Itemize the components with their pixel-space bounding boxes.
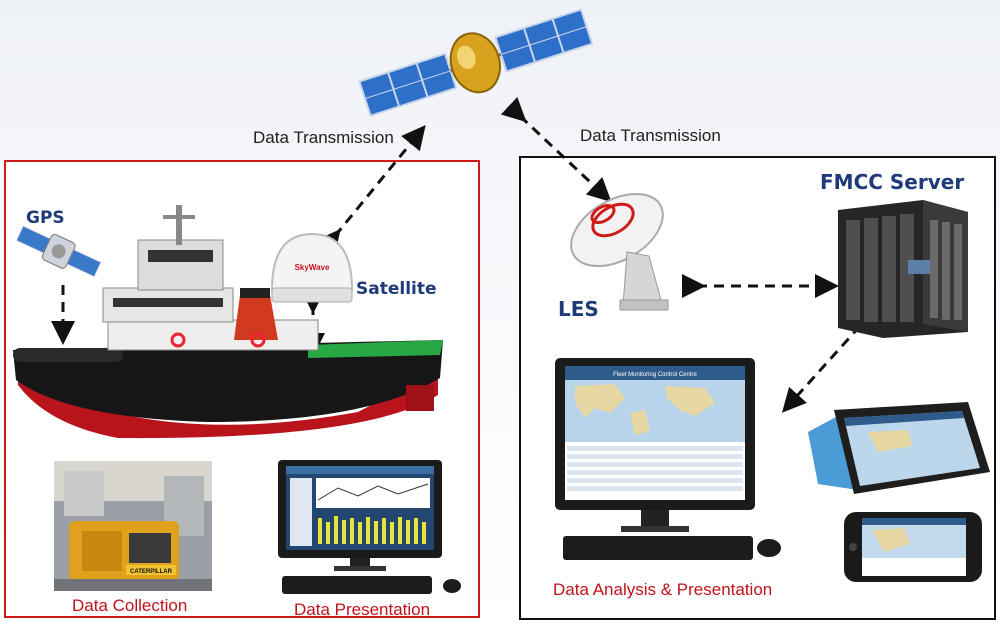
fmcc-monitor-icon: Fleet Monitoring Control Centre — [555, 358, 781, 560]
gps-satellite-icon — [15, 225, 102, 278]
dome-logo: SkyWave — [295, 263, 330, 272]
satellite-dome-icon: SkyWave — [270, 232, 354, 303]
data-analysis-label: Data Analysis & Presentation — [553, 580, 773, 599]
tablet-icon — [808, 402, 990, 494]
phone-icon — [844, 512, 982, 582]
downlink-arrow-les — [500, 96, 612, 203]
fmcc-server-label: FMCC Server — [820, 170, 965, 194]
vessel-icon — [13, 205, 443, 439]
orbit-satellite-icon — [358, 8, 594, 118]
gps-label: GPS — [26, 208, 65, 228]
server-rack-icon — [838, 200, 968, 338]
data-collection-label: Data Collection — [72, 596, 188, 615]
monitor-screen-title: Fleet Monitoring Control Centre — [613, 372, 697, 378]
satellite-label: Satellite — [356, 279, 437, 299]
les-label: LES — [558, 297, 599, 321]
uplink-arrow-vessel — [316, 125, 426, 256]
transmission-label-right: Data Transmission — [580, 126, 721, 145]
les-dish-icon — [570, 192, 669, 311]
engine-room-photo: CATERPILLAR — [54, 461, 212, 591]
vessel-monitor-icon — [278, 460, 461, 594]
engine-logo: CATERPILLAR — [130, 569, 173, 575]
data-presentation-label: Data Presentation — [294, 600, 431, 619]
server-to-monitor-arrow — [781, 306, 879, 413]
